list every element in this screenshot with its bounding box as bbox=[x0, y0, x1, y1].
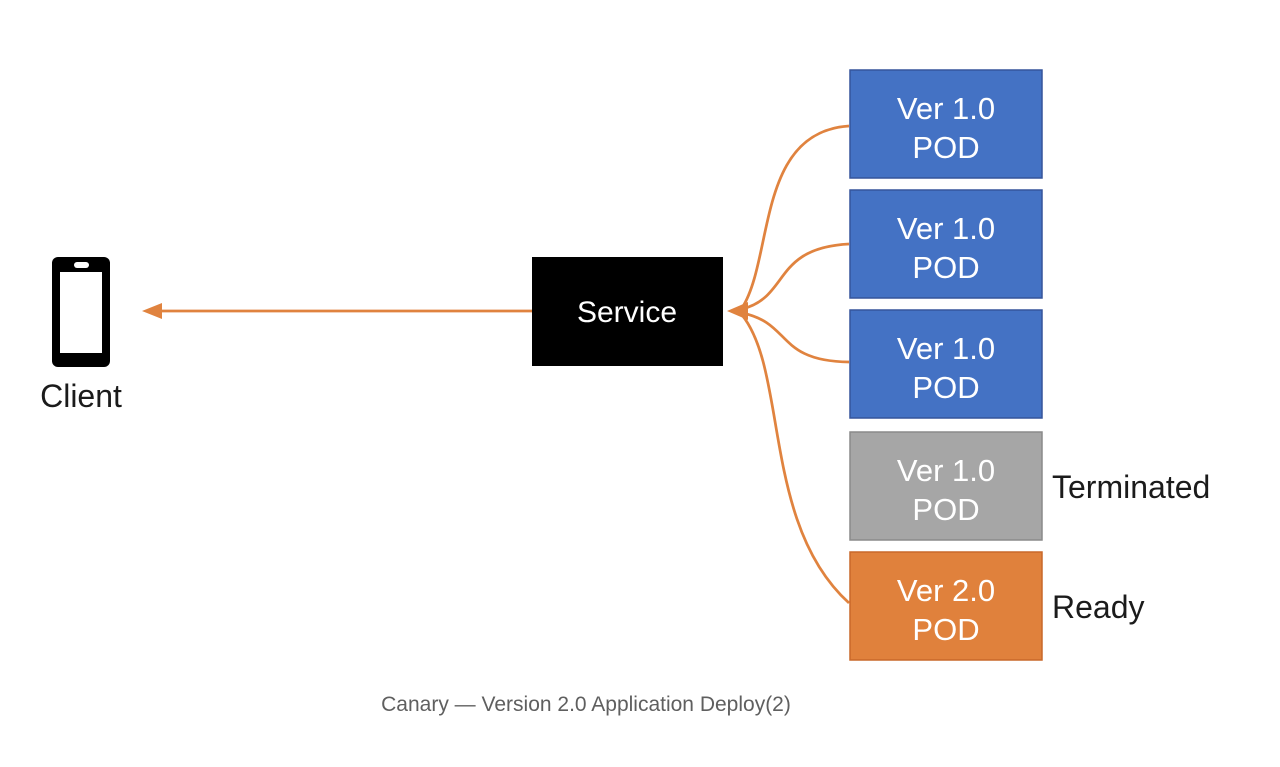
pod-ver2-ready: Ver 2.0 POD Ready bbox=[849, 551, 1145, 661]
pod-box bbox=[849, 69, 1043, 179]
pod-type-label: POD bbox=[912, 492, 979, 527]
status-label-terminated: Terminated bbox=[1052, 469, 1210, 505]
service: Service bbox=[532, 257, 723, 366]
pod-type-label: POD bbox=[912, 370, 979, 405]
client-label: Client bbox=[40, 378, 122, 414]
client: Client bbox=[40, 257, 122, 414]
pod-box bbox=[849, 309, 1043, 419]
service-to-client-arrowhead-icon bbox=[142, 303, 162, 319]
connector-service-pod-5 bbox=[740, 314, 850, 605]
pod-type-label: POD bbox=[912, 250, 979, 285]
pod-box bbox=[849, 551, 1043, 661]
pod-version-label: Ver 1.0 bbox=[897, 211, 995, 246]
pod-ver1-1: Ver 1.0 POD bbox=[849, 69, 1043, 179]
connector-service-pod-2 bbox=[741, 242, 850, 311]
pod-box bbox=[849, 189, 1043, 299]
pod-ver1-2: Ver 1.0 POD bbox=[849, 189, 1043, 299]
pod-ver1-3: Ver 1.0 POD bbox=[849, 309, 1043, 419]
pod-type-label: POD bbox=[912, 130, 979, 165]
service-box bbox=[532, 257, 723, 366]
connector-service-pod-1 bbox=[740, 124, 850, 309]
service-label: Service bbox=[577, 296, 677, 329]
diagram-caption: Canary — Version 2.0 Application Deploy(… bbox=[381, 693, 791, 716]
pods-to-service-arrowhead-icon bbox=[727, 302, 748, 320]
connectors bbox=[142, 124, 850, 605]
pod-version-label: Ver 1.0 bbox=[897, 331, 995, 366]
status-label-ready: Ready bbox=[1052, 589, 1145, 625]
pod-version-label: Ver 1.0 bbox=[897, 91, 995, 126]
pod-version-label: Ver 1.0 bbox=[897, 453, 995, 488]
pod-ver1-terminated: Ver 1.0 POD Terminated bbox=[849, 431, 1210, 541]
pod-box bbox=[849, 431, 1043, 541]
pod-type-label: POD bbox=[912, 612, 979, 647]
pod-version-label: Ver 2.0 bbox=[897, 573, 995, 608]
connector-service-pod-3 bbox=[741, 311, 850, 364]
smartphone-icon bbox=[52, 257, 110, 367]
